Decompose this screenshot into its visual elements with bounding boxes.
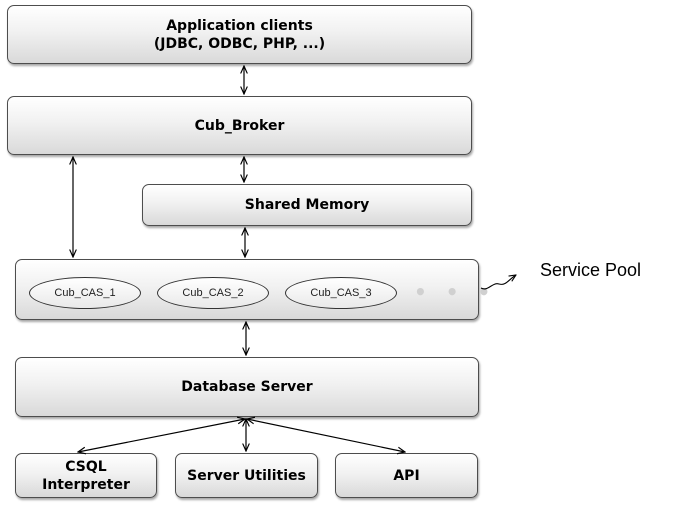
cub-cas-2-label: Cub_CAS_2 <box>182 287 244 299</box>
csql-interpreter-box: CSQL Interpreter <box>15 453 157 498</box>
cub-cas-3-process: Cub_CAS_3 <box>285 277 397 309</box>
api-box: API <box>335 453 478 498</box>
server-utilities-label: Server Utilities <box>187 467 306 484</box>
db-api-arrow <box>247 419 405 452</box>
service-pool-pointer <box>480 275 516 290</box>
shared-memory-label: Shared Memory <box>244 197 370 213</box>
application-clients-subtitle: (JDBC, ODBC, PHP, ...) <box>153 35 326 52</box>
api-label: API <box>393 467 420 484</box>
cub-broker-box: Cub_Broker <box>7 96 472 155</box>
cub-cas-1-label: Cub_CAS_1 <box>54 287 116 299</box>
database-server-label: Database Server <box>181 379 313 395</box>
interpreter-label: Interpreter <box>42 476 130 493</box>
cub-cas-2-process: Cub_CAS_2 <box>157 277 269 309</box>
csql-label: CSQL <box>65 458 107 475</box>
cub-cas-1-process: Cub_CAS_1 <box>29 277 141 309</box>
shared-memory-box: Shared Memory <box>142 184 472 226</box>
application-clients-box: Application clients (JDBC, ODBC, PHP, ..… <box>7 5 472 64</box>
cub-cas-3-label: Cub_CAS_3 <box>310 287 372 299</box>
application-clients-title: Application clients <box>166 17 313 34</box>
db-csql-arrow <box>78 419 245 452</box>
service-pool-label: Service Pool <box>540 260 642 280</box>
server-utilities-box: Server Utilities <box>175 453 318 498</box>
cub-broker-label: Cub_Broker <box>194 117 285 134</box>
database-server-box: Database Server <box>15 357 479 417</box>
more-cas-ellipsis: • • • <box>414 280 497 304</box>
